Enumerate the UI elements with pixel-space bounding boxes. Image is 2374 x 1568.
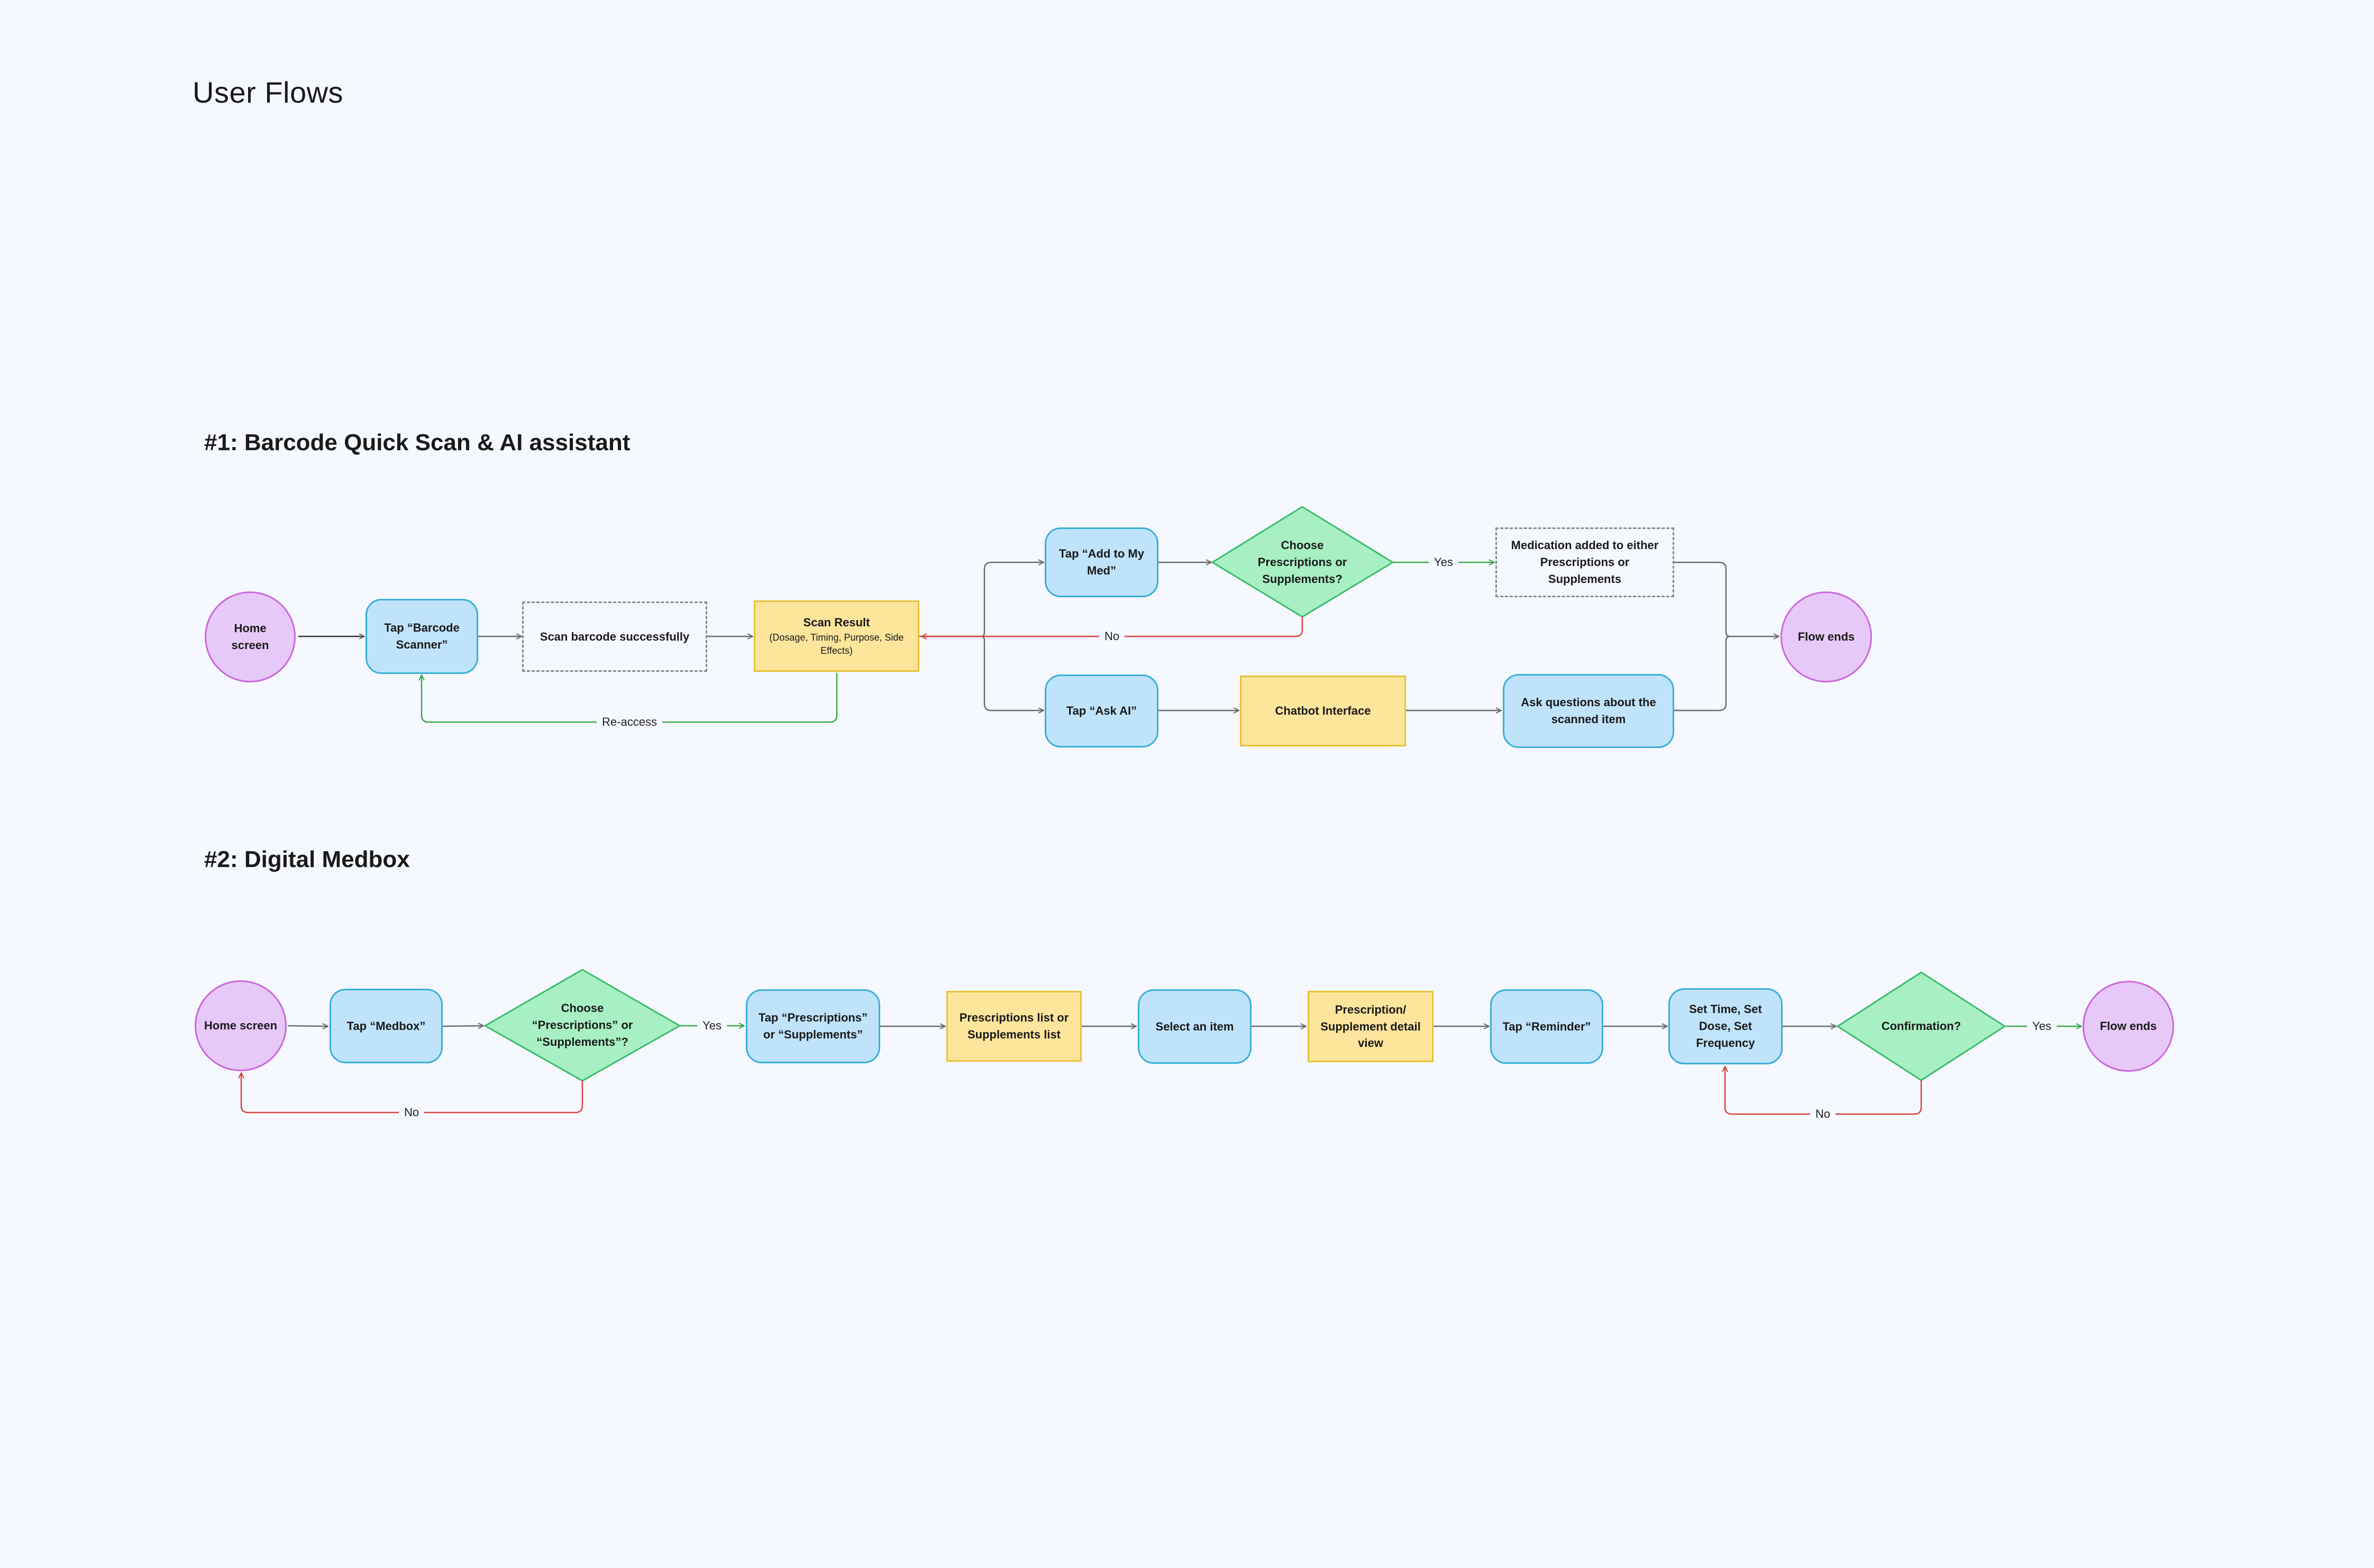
flow2-tap-prescriptions: Tap “Prescriptions” or “Supplements”: [746, 989, 880, 1063]
flow1-scan-barcode-success: Scan barcode successfully: [522, 601, 707, 672]
flow1-scan-result: Scan Result (Dosage, Timing, Purpose, Si…: [754, 600, 919, 672]
flow2-set-time-dose-frequency: Set Time, Set Dose, Set Frequency: [1668, 988, 1783, 1064]
flow2-label-no-choose: No: [398, 1106, 425, 1119]
edge-branch-down-to-ask: [981, 635, 1044, 710]
edge-branch-up-to-add: [981, 562, 1044, 637]
flow1-home-screen: Home screen: [205, 591, 296, 682]
edge-choose-no: [921, 617, 1303, 636]
flow2-choose-label: Choose “Prescriptions” or “Supplements”?: [532, 1001, 633, 1049]
flow2-select-item: Select an item: [1138, 989, 1252, 1064]
flow1-medication-added: Medication added to either Prescriptions…: [1495, 527, 1674, 597]
page-title: User Flows: [193, 76, 344, 109]
flow1-chatbot-interface: Chatbot Interface: [1240, 676, 1406, 746]
flow2-confirmation-label: Confirmation?: [1881, 1019, 1961, 1033]
flow1-choose-label: Choose Prescriptions or Supplements?: [1257, 539, 1347, 586]
flow1-tap-barcode-scanner: Tap “Barcode Scanner”: [366, 599, 478, 674]
flow2-detail-view: Prescription/ Supplement detail view: [1308, 991, 1433, 1062]
flow1-ask-questions: Ask questions about the scanned item: [1503, 674, 1674, 748]
flow1-title: #1: Barcode Quick Scan & AI assistant: [204, 430, 631, 455]
flow1-label-yes: Yes: [1429, 555, 1458, 569]
edge-added-to-end: [1674, 561, 1731, 637]
edge-questions-to-end: [1674, 635, 1731, 712]
flow2-home-screen: Home screen: [195, 980, 287, 1071]
flow2-prescriptions-list: Prescriptions list or Supplements list: [946, 991, 1082, 1062]
flow1-flow-ends: Flow ends: [1780, 591, 1872, 682]
flow2-label-yes-choose: Yes: [697, 1019, 727, 1033]
flow2-label-yes-confirm: Yes: [2027, 1019, 2057, 1033]
flow1-label-no: No: [1099, 630, 1125, 643]
flow2-tap-reminder: Tap “Reminder”: [1490, 989, 1603, 1064]
flow1-tap-add-to-my-med: Tap “Add to My Med”: [1045, 527, 1158, 597]
flow2-flow-ends: Flow ends: [2083, 981, 2174, 1072]
flow2-title: #2: Digital Medbox: [204, 846, 410, 872]
flow2-label-no-confirm: No: [1810, 1107, 1836, 1121]
flow1-label-reaccess: Re-access: [597, 715, 662, 729]
flow2-tap-medbox: Tap “Medbox”: [330, 989, 443, 1063]
flow1-tap-ask-ai: Tap “Ask AI”: [1045, 674, 1158, 747]
